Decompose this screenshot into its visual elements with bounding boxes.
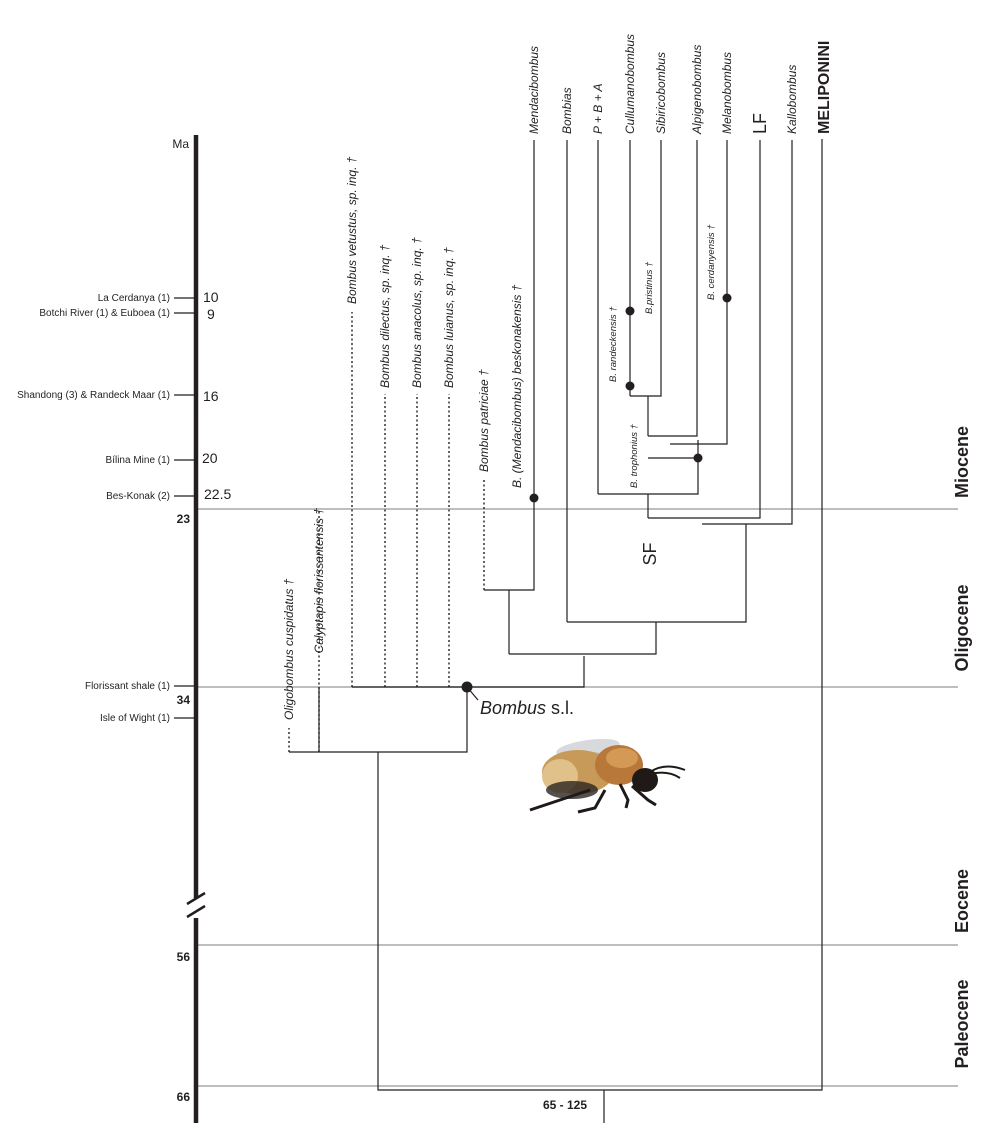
inner-fossil-label: B. cerdanyensis † xyxy=(706,224,717,300)
bombus-sl-suffix: s.l. xyxy=(546,698,574,718)
fossil-taxon-label: Bombus dilectus, sp. inq. † xyxy=(378,244,392,388)
fossil-taxon-label: Bombus patriciae † xyxy=(477,369,491,472)
locality-age: 20 xyxy=(202,450,218,466)
extant-taxon-label: Melanobombus xyxy=(720,52,734,134)
boundary-age: 23 xyxy=(177,512,191,526)
extant-taxon-label: Bombias xyxy=(560,87,574,134)
fossil-node xyxy=(723,294,732,303)
epoch-label: Paleocene xyxy=(952,979,972,1068)
locality-age: 9 xyxy=(207,306,215,322)
fossil-node xyxy=(626,307,635,316)
locality-age: 16 xyxy=(203,388,219,404)
locality-label: Bílina Mine (1) xyxy=(106,455,170,466)
boundary-age: 66 xyxy=(177,1090,191,1104)
root-age-range: 65 - 125 xyxy=(543,1098,587,1112)
fossil-taxon-label: Oligobombus cuspidatus † xyxy=(282,578,296,720)
bombus-sl-genus: Bombus xyxy=(480,698,546,718)
axis-unit-label: Ma xyxy=(172,137,189,151)
inner-fossil-label: B.pristinus † xyxy=(644,261,655,314)
bombus-sl-label: Bombus s.l. xyxy=(480,698,574,718)
locality-label: Bes-Konak (2) xyxy=(106,491,170,502)
boundary-age: 56 xyxy=(177,950,191,964)
extant-taxon-label: Alpigenobombus xyxy=(690,45,704,135)
fossil-taxon-label: Bombus anacolus, sp. inq. † xyxy=(410,237,424,388)
sf-label: SF xyxy=(640,542,660,565)
extant-taxon-label: Kallobombus xyxy=(785,65,799,134)
fossil-taxon-label: Bombus vetustus, sp. inq. † xyxy=(345,156,359,304)
locality-label: Florissant shale (1) xyxy=(85,681,170,692)
fossil-node xyxy=(694,454,703,463)
inner-fossil-label: B. trophonius † xyxy=(629,423,640,488)
fossil-node xyxy=(626,382,635,391)
locality-age: 10 xyxy=(203,289,219,305)
extant-taxon-label: P + B + A xyxy=(591,84,605,134)
locality-label: Botchi River (1) & Euboea (1) xyxy=(39,308,170,319)
extant-taxon-label: MELIPONINI xyxy=(816,41,833,134)
extant-taxon-label: Sibiricobombus xyxy=(654,52,668,134)
axis-break-mark xyxy=(187,906,205,917)
locality-label: Isle of Wight (1) xyxy=(100,713,170,724)
extant-taxon-label: LF xyxy=(750,113,770,134)
locality-ticks xyxy=(174,298,196,718)
bombus-sl-leader xyxy=(467,687,478,700)
epoch-label: Miocene xyxy=(952,426,972,498)
extant-taxon-label: Mendacibombus xyxy=(527,46,541,134)
epoch-label: Oligocene xyxy=(952,584,972,671)
fossil-node xyxy=(530,494,539,503)
epoch-label: Eocene xyxy=(952,869,972,933)
fossil-taxon-label: Calyptapis florissantensis † xyxy=(312,508,326,654)
locality-label: Shandong (3) & Randeck Maar (1) xyxy=(17,390,170,401)
inner-fossil-label: B. randeckensis † xyxy=(608,306,619,382)
fossil-taxon-label: B. (Mendacibombus) beskonakensis † xyxy=(510,284,524,488)
extant-taxon-label: Cullumanobombus xyxy=(623,34,637,134)
tree-branches xyxy=(289,139,822,1123)
locality-label: La Cerdanya (1) xyxy=(98,293,170,304)
boundary-age: 34 xyxy=(177,693,191,707)
fossil-taxon-label: Bombus luianus, sp. inq. † xyxy=(442,247,456,388)
locality-age: 22.5 xyxy=(204,486,231,502)
bumblebee-photo-icon xyxy=(530,736,685,812)
